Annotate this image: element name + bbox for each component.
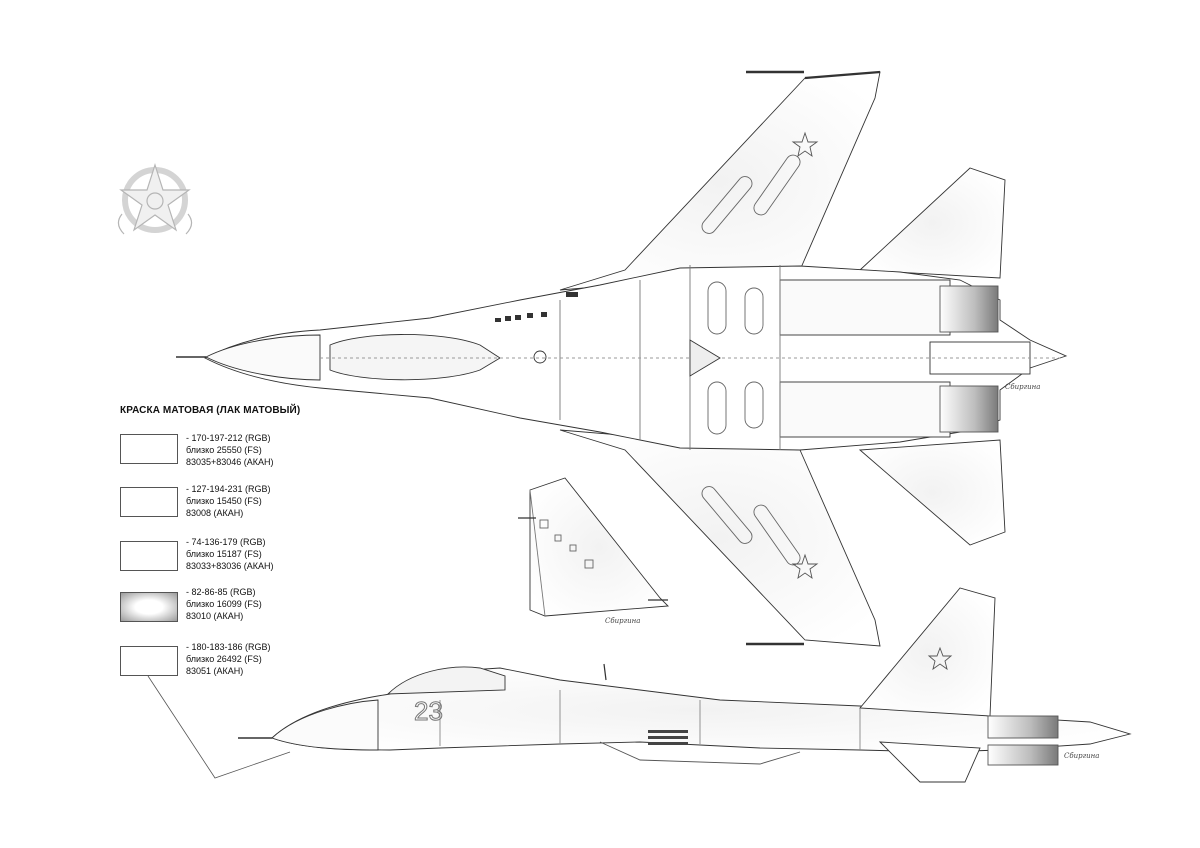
- swatch-3-akan: 83033+83036 (АКАН): [186, 561, 274, 571]
- fin-view-signature: Сбиргина: [605, 617, 640, 625]
- swatch-4-akan: 83010 (АКАН): [186, 611, 244, 621]
- swatch-5: [120, 646, 178, 676]
- swatch-4-fs: близко 16099 (FS): [186, 599, 262, 609]
- side-view-vertical-fin: [859, 587, 996, 717]
- side-view-signature: Сбиргина: [1064, 752, 1099, 760]
- swatch-2-rgb: - 127-194-231 (RGB): [186, 484, 271, 494]
- side-view: [238, 587, 1132, 783]
- swatch-2-akan: 83008 (АКАН): [186, 508, 244, 518]
- swatch-1-label: - 170-197-212 (RGB) близко 25550 (FS) 83…: [186, 432, 274, 468]
- swatch-1: [120, 434, 178, 464]
- side-view-stabilizer: [878, 741, 981, 783]
- swatch-3-fs: близко 15187 (FS): [186, 549, 262, 559]
- star-emblem-icon: [117, 163, 193, 235]
- top-view-upper-wing: [559, 71, 881, 291]
- side-view-tail-number: 23: [414, 696, 443, 726]
- swatch-4: [120, 592, 178, 622]
- swatch-5-rgb: - 180-183-186 (RGB): [186, 642, 271, 652]
- side-view-fuselage: [271, 667, 1132, 753]
- swatch-4-label: - 82-86-85 (RGB) близко 16099 (FS) 83010…: [186, 586, 262, 622]
- top-view: [176, 70, 1068, 647]
- swatch-3-label: - 74-136-179 (RGB) близко 15187 (FS) 830…: [186, 536, 274, 572]
- swatch-1-rgb: - 170-197-212 (RGB): [186, 433, 271, 443]
- top-view-signature: Сбиргина: [1005, 383, 1040, 391]
- swatch-1-akan: 83035+83046 (АКАН): [186, 457, 274, 467]
- fin-view: [518, 477, 670, 617]
- top-view-lower-stabilizer: [858, 439, 1006, 546]
- legend-title: КРАСКА МАТОВАЯ (ЛАК МАТОВЫЙ): [120, 405, 301, 416]
- swatch-3: [120, 541, 178, 571]
- leader-line: [147, 675, 291, 779]
- swatch-2-label: - 127-194-231 (RGB) близко 15450 (FS) 83…: [186, 483, 271, 519]
- top-view-upper-nozzle: [939, 285, 999, 333]
- top-view-lower-nozzle: [939, 385, 999, 433]
- swatch-3-rgb: - 74-136-179 (RGB): [186, 537, 266, 547]
- top-view-upper-stabilizer: [858, 167, 1006, 279]
- swatch-5-label: - 180-183-186 (RGB) близко 26492 (FS) 83…: [186, 641, 271, 677]
- swatch-2-fs: близко 15450 (FS): [186, 496, 262, 506]
- swatch-5-akan: 83051 (АКАН): [186, 666, 244, 676]
- swatch-1-fs: близко 25550 (FS): [186, 445, 262, 455]
- swatch-4-rgb: - 82-86-85 (RGB): [186, 587, 256, 597]
- swatch-2: [120, 487, 178, 517]
- swatch-5-fs: близко 26492 (FS): [186, 654, 262, 664]
